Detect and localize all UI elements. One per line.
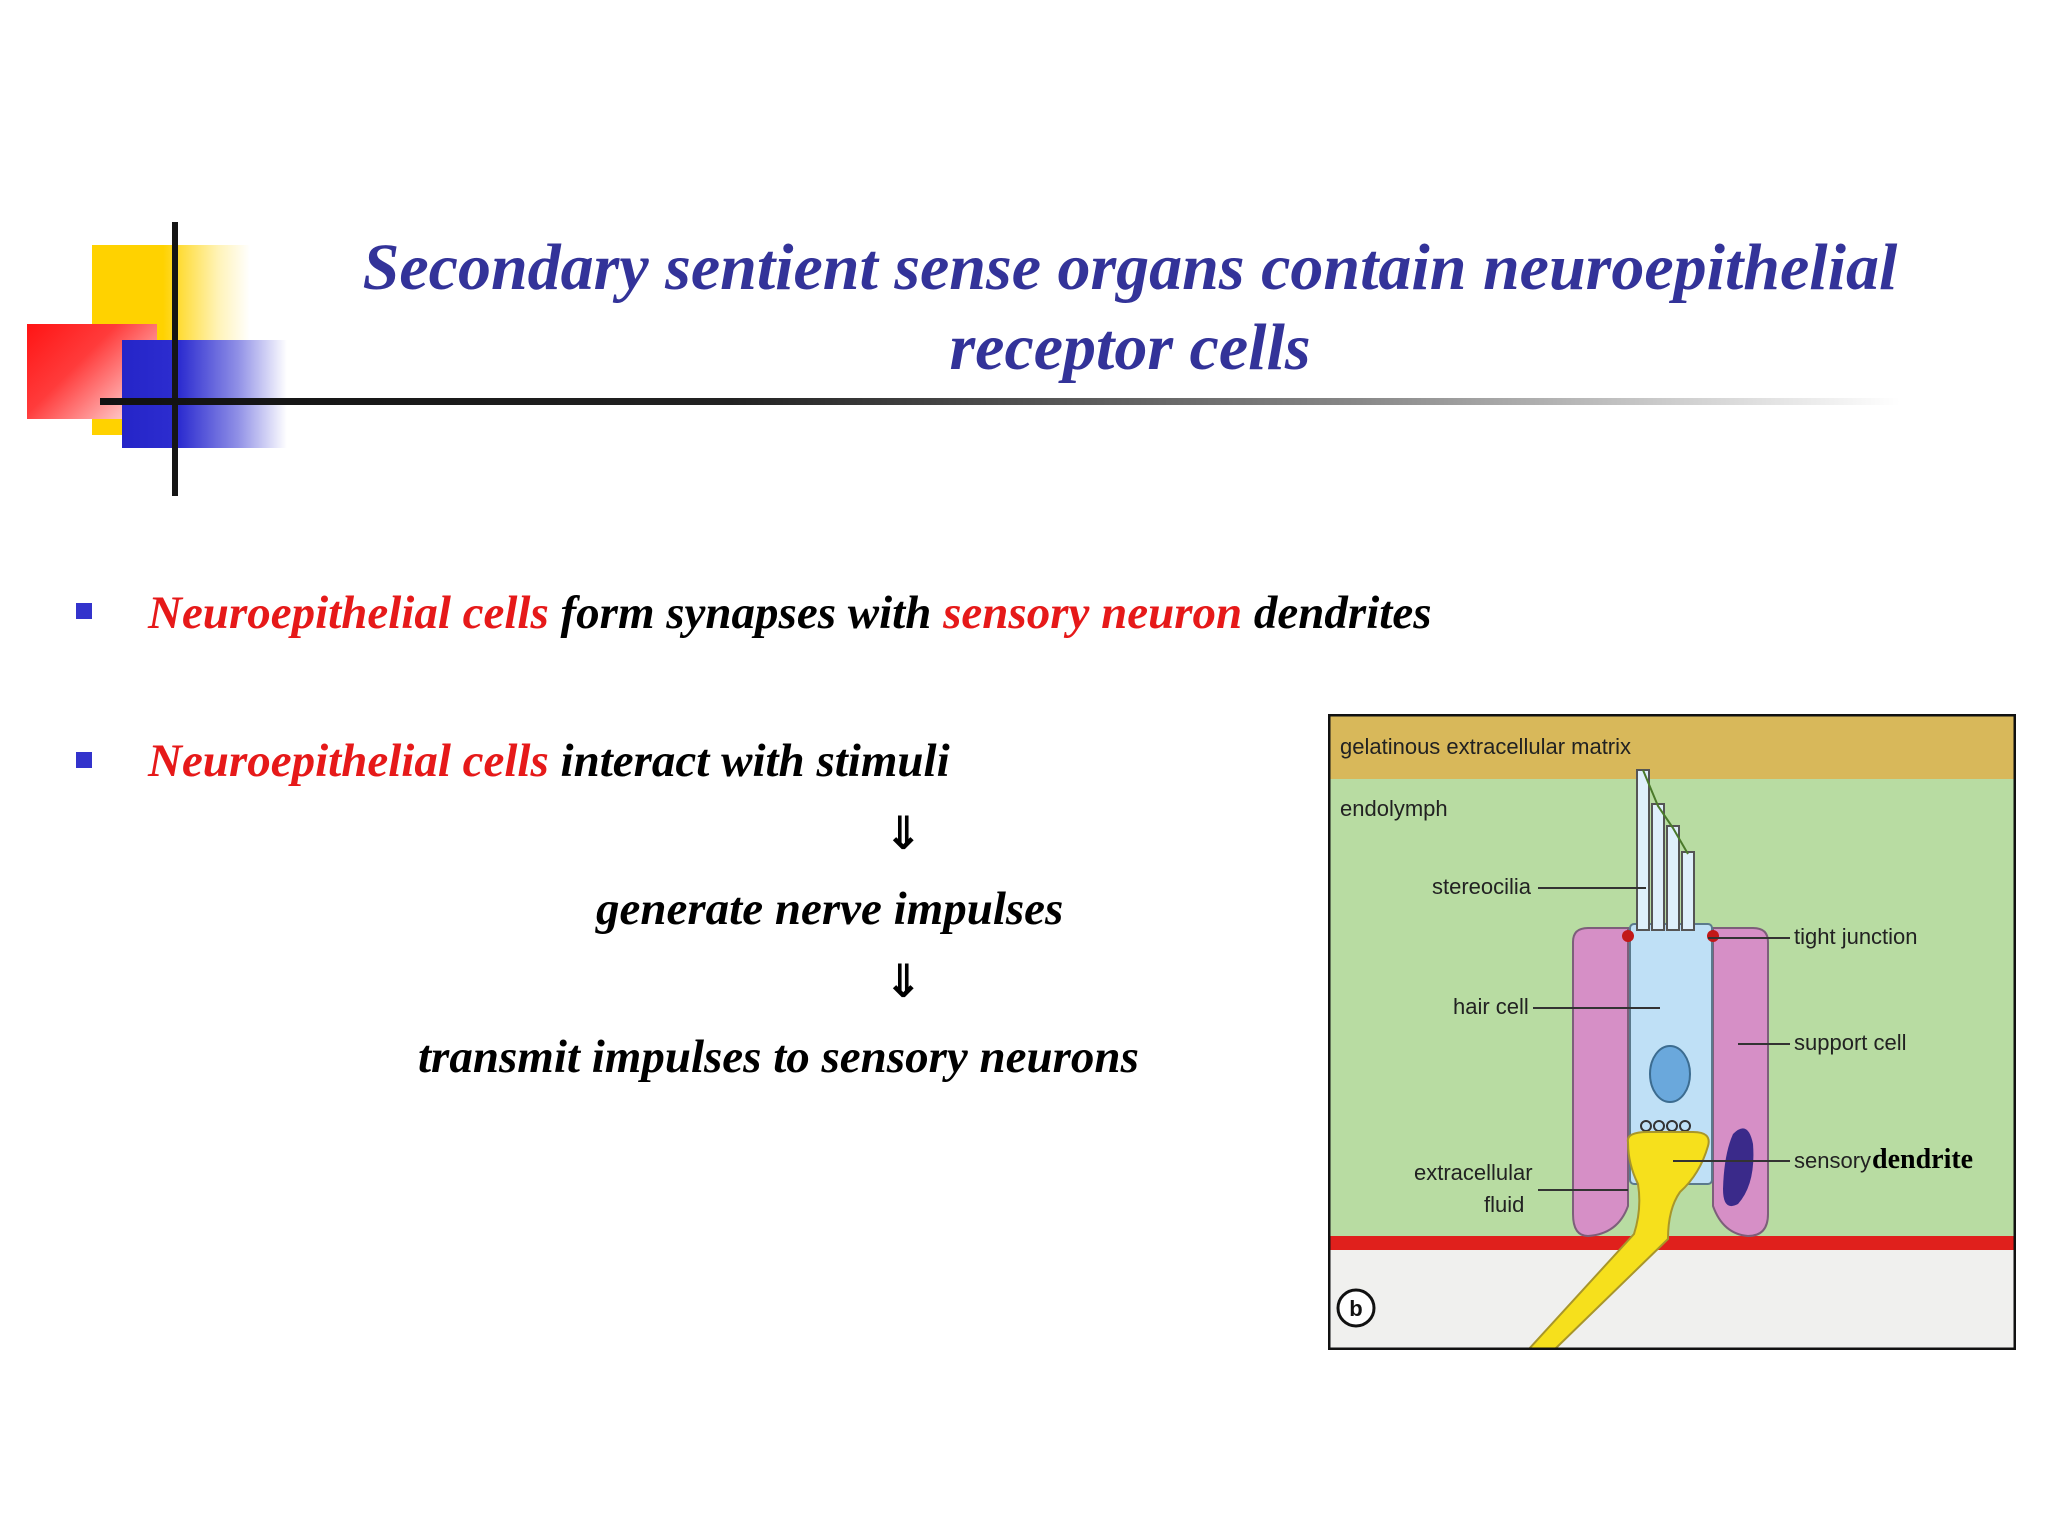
title-underline: [100, 398, 1900, 405]
label-support-cell: support cell: [1794, 1030, 1907, 1055]
stereocilium: [1681, 851, 1695, 931]
flow-step-2: transmit impulses to sensory neurons: [418, 1031, 1139, 1083]
bullet-1-term-2: sensory neuron: [943, 587, 1243, 639]
sensory-ending: [1723, 1128, 1754, 1207]
label-extracellular: extracellular: [1414, 1160, 1533, 1185]
bullet-marker-1: [76, 603, 92, 619]
hair-cell-nucleus: [1649, 1045, 1691, 1103]
tight-junction-left: [1622, 930, 1634, 942]
slide-title: Secondary sentient sense organs contain …: [300, 228, 1960, 388]
bullet-1-term: Neuroepithelial cells: [148, 587, 549, 639]
label-stereocilia: stereocilia: [1432, 874, 1532, 899]
label-dendrite: dendrite: [1872, 1144, 1973, 1175]
stereocilium: [1636, 769, 1650, 931]
bullet-2-term: Neuroepithelial cells: [148, 735, 549, 787]
afferent-nerve-fiber: [1526, 1131, 1710, 1350]
slide-title-line-1: Secondary sentient sense organs contain …: [362, 231, 1898, 304]
label-gelatinous-matrix: gelatinous extracellular matrix: [1340, 734, 1631, 759]
base-region: [1328, 1239, 2016, 1350]
bullet-1: Neuroepithelial cells form synapses with…: [148, 586, 1431, 640]
down-arrow-icon: ⇓: [884, 954, 923, 1008]
panel-letter: b: [1349, 1296, 1362, 1321]
bullet-1-text-b: dendrites: [1242, 587, 1432, 639]
diagram-frame: [1328, 714, 2016, 1350]
bullet-2-text: interact with stimuli: [548, 735, 950, 787]
gelatinous-matrix-layer: [1328, 714, 2016, 779]
logo-vertical-line: [172, 222, 178, 496]
bullet-1-text-a: form synapses with: [548, 587, 944, 639]
slide-title-line-2: receptor cells: [949, 311, 1311, 384]
label-fluid: fluid: [1484, 1192, 1524, 1217]
flow-step-1: generate nerve impulses: [596, 883, 1064, 935]
bullet-2: Neuroepithelial cells interact with stim…: [148, 734, 950, 788]
label-sensory: sensory: [1794, 1148, 1871, 1173]
tight-junction-right: [1707, 930, 1719, 942]
label-endolymph: endolymph: [1340, 796, 1448, 821]
label-tight-junction: tight junction: [1794, 924, 1918, 949]
stereocilium: [1666, 825, 1680, 931]
tip-links: [1642, 769, 1689, 855]
bullet-marker-2: [76, 752, 92, 768]
hair-cell-diagram: gelatinous extracellular matrix endolymp…: [1328, 714, 2016, 1350]
vesicle: [1640, 1120, 1652, 1132]
down-arrow-icon: ⇓: [884, 806, 923, 860]
panel-marker: [1336, 1288, 1376, 1328]
stereocilium: [1651, 803, 1665, 931]
support-cell-left: [1572, 927, 1629, 1238]
label-hair-cell: hair cell: [1453, 994, 1529, 1019]
basement-membrane: [1328, 1236, 2016, 1250]
logo-blue-square: [122, 340, 287, 448]
